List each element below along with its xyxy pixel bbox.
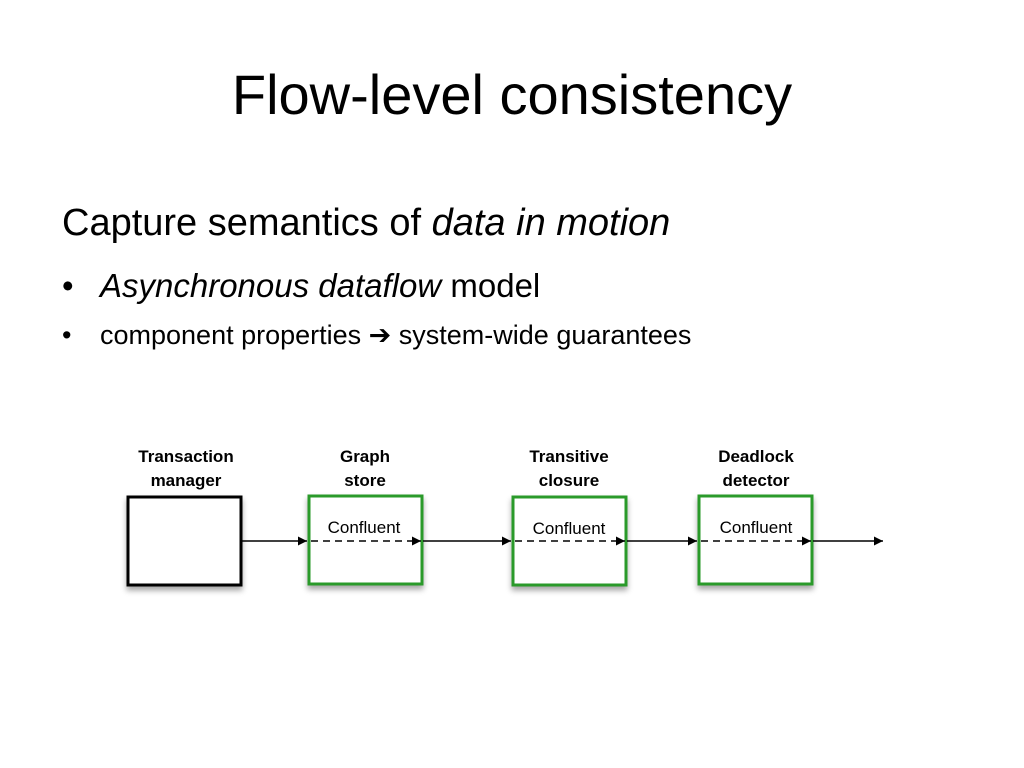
bullet-2: • component properties ➔ system-wide guar… [62,318,691,352]
node-label-graph-store-line1: Graph [340,447,390,466]
bullet-2-text-before: component properties [100,320,369,350]
node-label-transitive-closure-line2: closure [539,471,599,490]
headline-text: Capture semantics of [62,202,432,244]
headline-emphasis: data in motion [431,202,671,244]
node-label-graph-store-line2: store [344,471,386,490]
node-box-graph-store [307,494,424,586]
confluent-badge-transitive-closure: Confluent [533,519,606,538]
node-box-transaction-manager [126,495,243,587]
headline: Capture semantics of data in motion [62,200,670,246]
node-label-deadlock-detector-line1: Deadlock [718,447,794,466]
node-box-deadlock-detector [697,494,814,586]
bullet-1: • Asynchronous dataflow model [62,266,540,306]
confluent-badge-deadlock-detector: Confluent [720,518,793,537]
slide-title: Flow-level consistency [231,63,793,126]
bullet-2-text-after: system-wide guarantees [391,320,692,350]
node-label-transitive-closure-line1: Transitive [529,447,608,466]
right-arrow-icon: ➔ [368,320,392,350]
confluent-badge-graph-store: Confluent [328,518,401,537]
bullet-marker: • [62,267,74,304]
bullet-marker: • [62,320,72,350]
bullet-1-text: model [441,267,541,304]
bullet-1-emphasis: Asynchronous dataflow [100,267,442,304]
node-label-deadlock-detector-line2: detector [722,471,789,490]
node-label-transaction-manager-line2: manager [151,471,222,490]
node-label-transaction-manager-line1: Transaction [138,447,233,466]
